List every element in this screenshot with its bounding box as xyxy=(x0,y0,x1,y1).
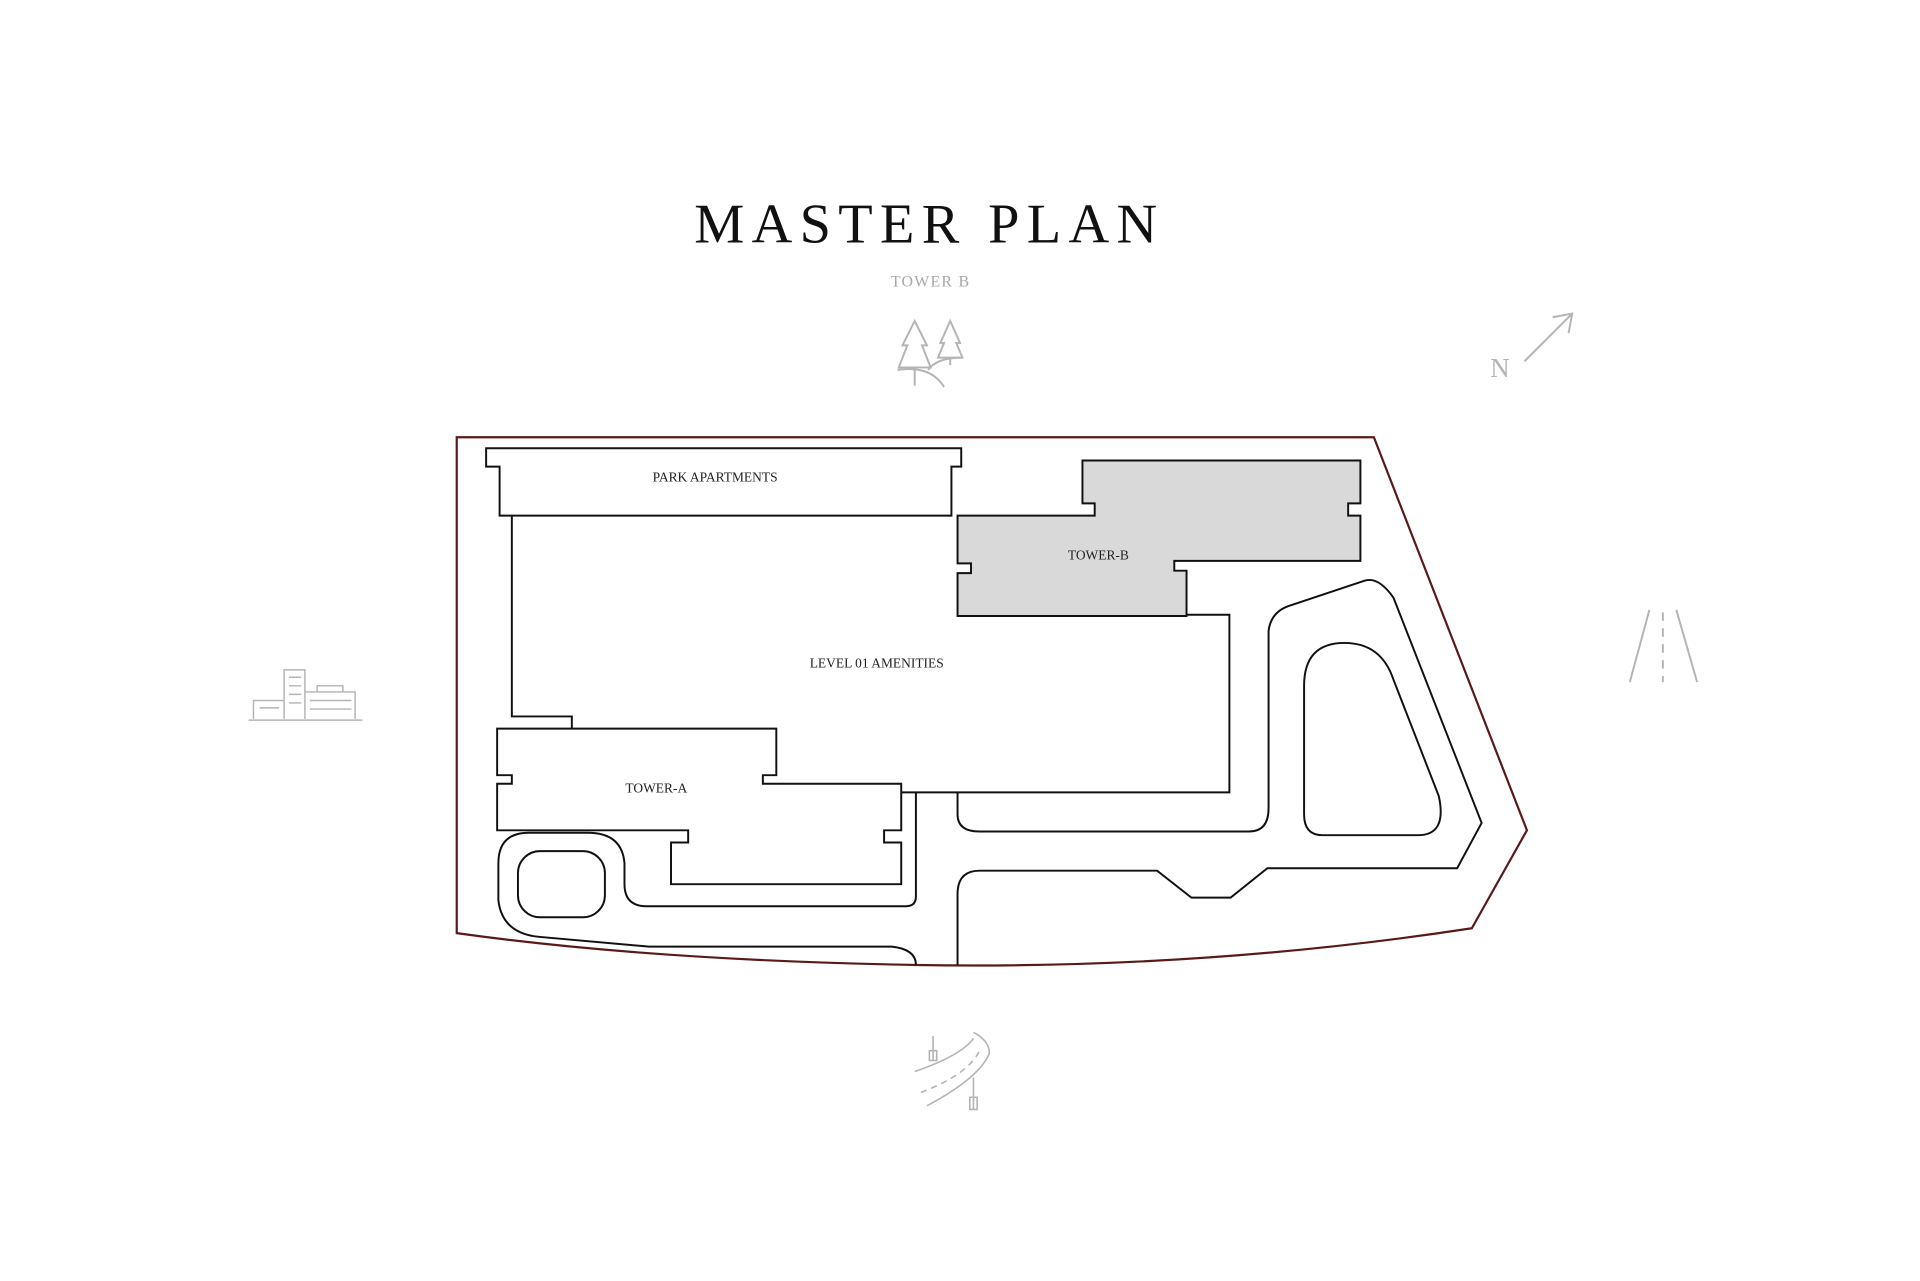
park-apartments-building[interactable]: PARK APARTMENTS xyxy=(485,447,963,517)
tower-a-label: TOWER-A xyxy=(625,780,687,795)
driveways xyxy=(497,578,1483,966)
amenities-label: LEVEL 01 AMENITIES xyxy=(810,655,944,670)
trees-icon xyxy=(897,318,964,388)
winding-road-icon xyxy=(914,1031,991,1111)
park-apartments-label: PARK APARTMENTS xyxy=(653,469,778,484)
tower-a-building[interactable]: TOWER-A xyxy=(496,727,903,886)
page-title: MASTER PLAN xyxy=(694,194,1164,256)
amenities-podium[interactable]: LEVEL 01 AMENITIES xyxy=(510,515,1231,794)
north-arrow-icon: N xyxy=(1490,312,1574,383)
page-subtitle: TOWER B xyxy=(891,274,970,291)
city-buildings-icon xyxy=(248,669,363,721)
north-label: N xyxy=(1490,353,1509,383)
site-boundary xyxy=(455,436,1529,967)
tower-b-building[interactable]: TOWER-B xyxy=(956,459,1362,617)
tower-b-label: TOWER-B xyxy=(1068,548,1129,563)
highway-icon xyxy=(1628,609,1699,683)
